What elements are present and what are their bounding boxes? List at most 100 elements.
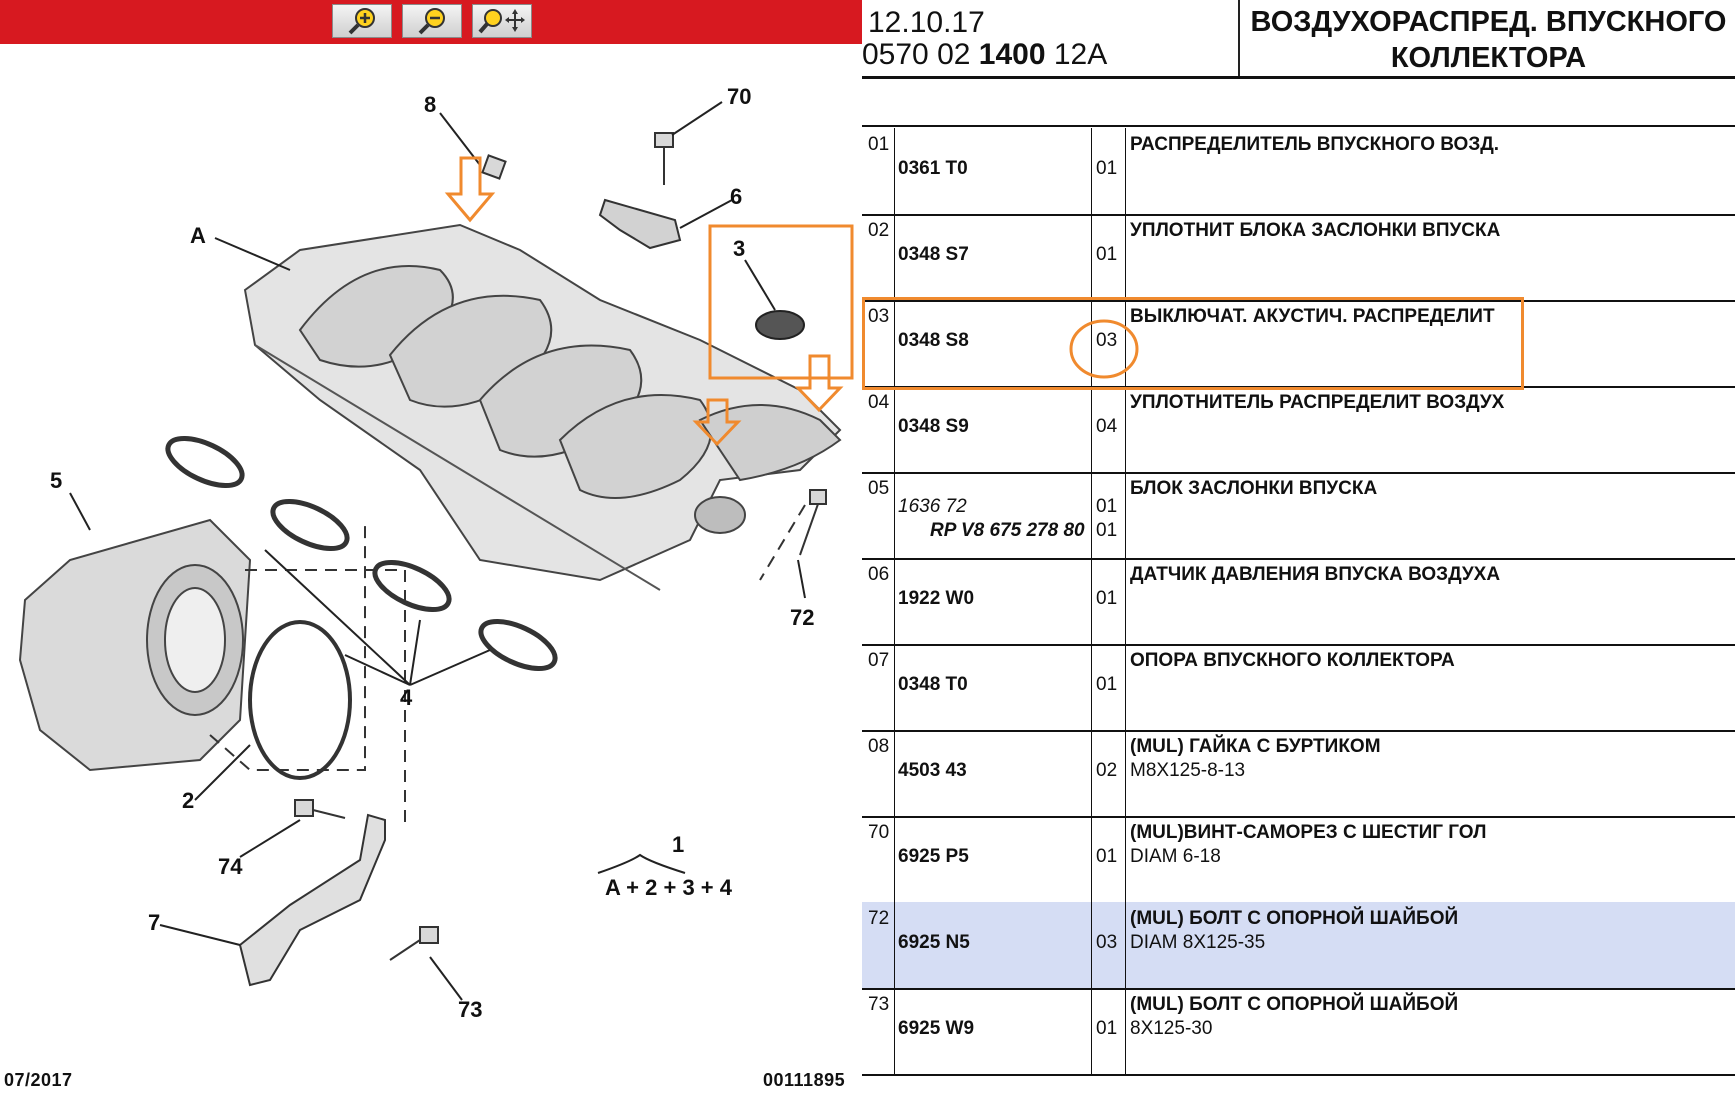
table-row[interactable]: 70 6925 P5 01 (MUL)ВИНТ-САМОРЕЗ С ШЕСТИГ ГО… [862,816,1735,904]
part-reference[interactable]: 6925 P5 [898,846,969,867]
column-divider [1091,128,1092,214]
callout-label: 3 [733,236,745,261]
parts-list-pane: 12.10.17 0570 02 1400 12A ВОЗДУХОРАСПРЕД… [862,0,1735,1093]
column-divider [1125,128,1126,214]
column-divider [894,816,895,902]
seal-rings-4-drawing [165,436,558,671]
item-number: 04 [868,392,890,413]
part-description: (MUL) БОЛТ С ОПОРНОЙ ШАЙБОЙ [1130,994,1459,1015]
assembly-formula: A + 2 + 3 + 4 [605,875,733,900]
item-number: 07 [868,650,890,671]
item-number: 05 [868,478,890,499]
part-description: УПЛОТНИТ БЛОКА ЗАСЛОНКИ ВПУСКА [1130,220,1501,241]
part-spec: DIAM 6-18 [1130,846,1221,867]
part-reference[interactable]: 0348 S7 [898,244,969,265]
part-reference[interactable]: 6925 W9 [898,1018,975,1039]
footer-date: 07/2017 [4,1070,73,1090]
title-line-1: ВОЗДУХОРАСПРЕД. ВПУСКНОГО [1250,6,1727,38]
item-number: 72 [868,908,890,929]
part-reference[interactable]: 0348 T0 [898,674,968,695]
highlight-arrow [794,354,844,413]
highlight-row-03 [862,297,1524,390]
zoom-out-icon [418,8,445,35]
callout-leaders [69,101,806,1001]
part-description: (MUL)ВИНТ-САМОРЕЗ С ШЕСТИГ ГОЛ [1130,822,1487,843]
part-description: (MUL) БОЛТ С ОПОРНОЙ ШАЙБОЙ [1130,908,1459,929]
column-divider [1091,988,1092,1074]
column-divider [1091,214,1092,300]
column-divider [1125,988,1126,1074]
callout-label: 70 [727,84,751,109]
part-reference[interactable]: 1636 72 [898,496,967,517]
callout-label: 74 [218,854,243,879]
zoom-in-button[interactable] [332,4,392,38]
column-divider [1125,816,1126,902]
part-description: БЛОК ЗАСЛОНКИ ВПУСКА [1130,478,1378,499]
header-divider [1238,0,1240,76]
column-divider [1091,816,1092,902]
title-line-2: КОЛЛЕКТОРА [1390,42,1587,74]
part-reference[interactable]: 0348 S8 [898,330,969,351]
quantity: 01 [1096,588,1118,609]
callout-label: 73 [458,997,482,1022]
callout-label: 7 [148,910,160,935]
diagram-pane: 8 70 6 A 3 5 72 4 2 74 7 73 1 A + 2 + 3 … [0,0,862,1093]
part-reference-alt[interactable]: RP V8 675 278 80 [930,520,1085,541]
column-divider [1125,644,1126,730]
cap-3-drawing [755,310,805,340]
throttle-body-drawing [18,518,252,772]
quantity: 01 [1096,674,1118,695]
column-divider [1125,472,1126,558]
highlight-arrow [444,156,496,223]
zoom-toolbar [0,0,862,44]
quantity: 01 [1096,1018,1118,1039]
zoom-out-button[interactable] [402,4,462,38]
highlight-circle-qty [1069,319,1139,379]
header-rule [862,76,1735,79]
callout-label: A [190,223,206,248]
part-spec: M8X125-8-13 [1130,760,1246,781]
header-catalog-code: 0570 02 1400 12A [862,38,1107,72]
quantity: 03 [1096,932,1118,953]
part-reference[interactable]: 0361 T0 [898,158,968,179]
column-divider [894,730,895,816]
quantity: 01 [1096,846,1118,867]
column-divider [1125,558,1126,644]
column-divider [1125,214,1126,300]
item-number: 70 [868,822,890,843]
part-reference[interactable]: 4503 43 [898,760,967,781]
item-number: 01 [868,134,890,155]
column-divider [894,988,895,1074]
quantity: 01 [1096,244,1118,265]
part-description: ВЫКЛЮЧАТ. АКУСТИЧ. РАСПРЕДЕЛИТ [1130,306,1495,327]
part-description: (MUL) ГАЙКА С БУРТИКОМ [1130,736,1381,757]
quantity: 03 [1096,330,1118,351]
column-divider [894,472,895,558]
column-divider [1091,386,1092,472]
gasket-2-drawing [248,620,352,780]
bracket-7-drawing [238,813,386,987]
column-divider [1091,558,1092,644]
callout-label: 2 [182,788,194,813]
table-top-rule [862,125,1735,127]
zoom-pan-button[interactable] [472,4,532,38]
part-reference[interactable]: 6925 N5 [898,932,970,953]
highlight-arrow [692,398,742,447]
part-reference[interactable]: 1922 W0 [898,588,975,609]
header-date: 12.10.17 [868,6,985,39]
part-reference[interactable]: 0348 S9 [898,416,969,437]
column-divider [1091,300,1092,386]
part-spec: 8X125-30 [1130,1018,1213,1039]
page-title: ВОЗДУХОРАСПРЕД. ВПУСКНОГО КОЛЛЕКТОРА [1242,4,1735,76]
intake-manifold-drawing [243,223,842,591]
item-number: 03 [868,306,890,327]
